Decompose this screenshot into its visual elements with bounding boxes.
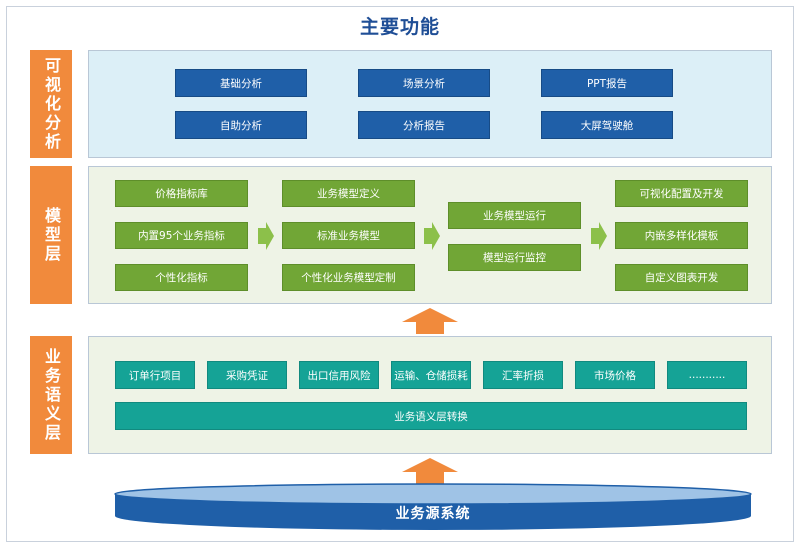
semantic-item-order-line: 订单行项目 — [115, 361, 195, 389]
semantic-item-market-price: 市场价格 — [575, 361, 655, 389]
flow-chevron-icon — [258, 222, 274, 250]
model-col4-item-2: 内嵌多样化模板 — [615, 222, 748, 249]
up-arrow-icon — [402, 458, 458, 484]
semantic-item-exchange-loss: 汇率折损 — [483, 361, 563, 389]
semantic-panel — [88, 336, 772, 454]
model-col3-item-2: 模型运行监控 — [448, 244, 581, 271]
model-col4-item-3: 自定义图表开发 — [615, 264, 748, 291]
source-system-label: 业务源系统 — [395, 506, 471, 522]
semantic-conversion-bar: 业务语义层转换 — [115, 402, 747, 430]
model-col1-item-3: 个性化指标 — [115, 264, 248, 291]
flow-chevron-icon — [591, 222, 607, 250]
semantic-item-more: ........... — [667, 361, 747, 389]
viz-panel — [88, 50, 772, 158]
model-col2-item-1: 业务模型定义 — [282, 180, 415, 207]
semantic-item-purchase-voucher: 采购凭证 — [207, 361, 287, 389]
semantic-item-transport-loss: 运输、仓储损耗 — [391, 361, 471, 389]
diagram-title: 主要功能 — [359, 16, 440, 38]
flow-chevron-icon — [424, 222, 440, 250]
viz-item-scenario-analysis: 场景分析 — [358, 69, 490, 97]
model-col3-item-1: 业务模型运行 — [448, 202, 581, 229]
model-col2-item-2: 标准业务模型 — [282, 222, 415, 249]
viz-item-basic-analysis: 基础分析 — [175, 69, 307, 97]
semantic-item-export-credit-risk: 出口信用风险 — [299, 361, 379, 389]
model-layer-label: 模型层 — [30, 166, 72, 304]
viz-item-big-screen: 大屏驾驶舱 — [541, 111, 673, 139]
viz-item-ppt-report: PPT报告 — [541, 69, 673, 97]
model-col4-item-1: 可视化配置及开发 — [615, 180, 748, 207]
semantic-layer-label: 业务语义层 — [30, 336, 72, 454]
model-col2-item-3: 个性化业务模型定制 — [282, 264, 415, 291]
up-arrow-icon — [402, 308, 458, 334]
viz-item-self-service: 自助分析 — [175, 111, 307, 139]
viz-item-analysis-report: 分析报告 — [358, 111, 490, 139]
model-col1-item-1: 价格指标库 — [115, 180, 248, 207]
viz-layer-label: 可视化分析 — [30, 50, 72, 158]
model-col1-item-2: 内置95个业务指标 — [115, 222, 248, 249]
